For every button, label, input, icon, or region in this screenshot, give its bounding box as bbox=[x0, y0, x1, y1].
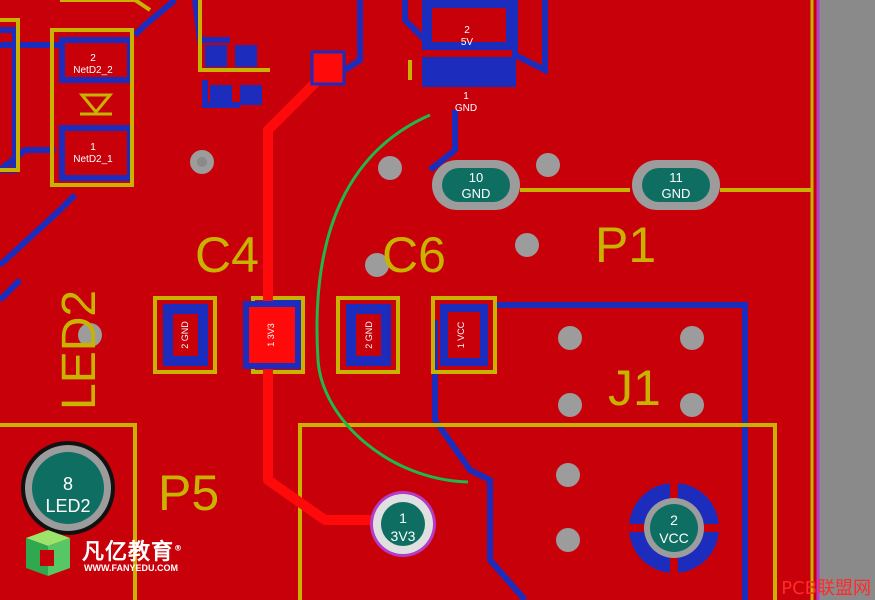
designator-c4: C4 bbox=[195, 227, 259, 283]
c4-pad-3v3[interactable] bbox=[243, 301, 301, 369]
brand-name: 凡亿教育® bbox=[82, 534, 183, 566]
brand-url: WWW.FANYEDU.COM bbox=[84, 563, 178, 573]
via bbox=[365, 253, 389, 277]
trace-3v3[interactable] bbox=[263, 66, 400, 525]
pad-5v-inner bbox=[432, 8, 506, 42]
p1-pad-10-inner bbox=[442, 168, 510, 202]
pad-gnd[interactable] bbox=[422, 57, 516, 87]
trace-3v3-start-pad[interactable] bbox=[310, 50, 346, 86]
via bbox=[680, 326, 704, 350]
c6-pad-vcc-number: 1 bbox=[456, 343, 466, 348]
c6-pad-vcc-net: VCC bbox=[456, 321, 466, 341]
p5-pad-1-hole bbox=[381, 502, 425, 546]
p1-pad-11-net: GND bbox=[662, 186, 691, 201]
silkscreen bbox=[0, 0, 812, 600]
p5-pad-1-net: 3V3 bbox=[391, 528, 416, 544]
j1-pad-2-number: 2 bbox=[670, 512, 678, 528]
d2-pad-outline-bottom bbox=[59, 125, 133, 181]
ratsnest-line bbox=[315, 113, 469, 484]
via bbox=[680, 393, 704, 417]
via bbox=[556, 463, 580, 487]
smd-pad[interactable] bbox=[205, 45, 227, 67]
p1-pad-10-number: 10 bbox=[469, 170, 483, 185]
board-edge-region bbox=[818, 0, 875, 600]
pad-5v-number: 2 bbox=[464, 25, 470, 36]
d2-pad1-number: 1 bbox=[90, 142, 96, 153]
diode-symbol bbox=[78, 93, 114, 116]
brand-logo: 凡亿教育® WWW.FANYEDU.COM bbox=[18, 530, 208, 580]
vias bbox=[78, 150, 704, 552]
smd-pad[interactable] bbox=[235, 45, 257, 67]
via bbox=[558, 393, 582, 417]
c6-pad-gnd-label: 2 GND bbox=[364, 321, 374, 349]
designator-led2: LED2 bbox=[53, 290, 106, 410]
designator-p5: P5 bbox=[158, 465, 219, 521]
designator-p1: P1 bbox=[595, 217, 656, 273]
pad-gnd-net: GND bbox=[455, 103, 477, 114]
via bbox=[536, 153, 560, 177]
p1-pad-11-inner bbox=[642, 168, 710, 202]
c4-pad-3v3-label: 1 3V3 bbox=[266, 323, 276, 347]
c4-pad-gnd-net: GND bbox=[180, 321, 190, 342]
designator-j1: J1 bbox=[608, 360, 661, 416]
c6-pad-gnd-net: GND bbox=[364, 321, 374, 342]
p1-pad-11-number: 11 bbox=[669, 170, 683, 185]
c6-pad-vcc-label: 1 VCC bbox=[456, 321, 466, 348]
j1-pad-2-net: VCC bbox=[659, 530, 689, 546]
d2-pad2-number: 2 bbox=[90, 53, 96, 64]
bottom-layer-traces bbox=[0, 0, 748, 600]
d2-pad2-net: NetD2_2 bbox=[73, 65, 113, 76]
led2-pad-8-net: LED2 bbox=[45, 496, 90, 516]
via bbox=[558, 326, 582, 350]
d2-pad1-net: NetD2_1 bbox=[73, 154, 113, 165]
smd-pad[interactable] bbox=[240, 85, 262, 105]
j1-pad-2-hole bbox=[650, 504, 698, 552]
via bbox=[515, 233, 539, 257]
c6-pad-gnd-inner bbox=[356, 314, 381, 356]
led2-pad-8-hole bbox=[32, 452, 104, 524]
c6-pad-vcc-inner bbox=[448, 312, 480, 358]
led2-pad-8-number: 8 bbox=[63, 474, 73, 494]
p1-pad-10-net: GND bbox=[462, 186, 491, 201]
via bbox=[78, 323, 102, 347]
c4-pad-3v3-net: 3V3 bbox=[266, 323, 276, 339]
p5-pad-1-number: 1 bbox=[399, 510, 407, 526]
c4-pad-gnd-label: 2 GND bbox=[180, 321, 190, 349]
c4-pad-gnd-inner bbox=[173, 314, 198, 356]
via bbox=[556, 528, 580, 552]
brand-registered-mark: ® bbox=[174, 543, 184, 553]
pad-5v-net: 5V bbox=[461, 37, 474, 48]
designator-c6: C6 bbox=[382, 227, 446, 283]
brand-name-text: 凡亿教育 bbox=[82, 540, 175, 565]
d2-pad-outline-top bbox=[59, 37, 133, 83]
cube-logo-icon bbox=[26, 530, 70, 576]
c4-pad-gnd-number: 2 bbox=[180, 344, 190, 349]
pad-gnd-number: 1 bbox=[463, 91, 469, 102]
c6-pad-gnd-number: 2 bbox=[364, 344, 374, 349]
smd-pad[interactable] bbox=[210, 85, 232, 105]
watermark-text: PCB联盟网 bbox=[781, 578, 871, 599]
c4-pad-3v3-number: 1 bbox=[266, 342, 276, 347]
via bbox=[378, 156, 402, 180]
